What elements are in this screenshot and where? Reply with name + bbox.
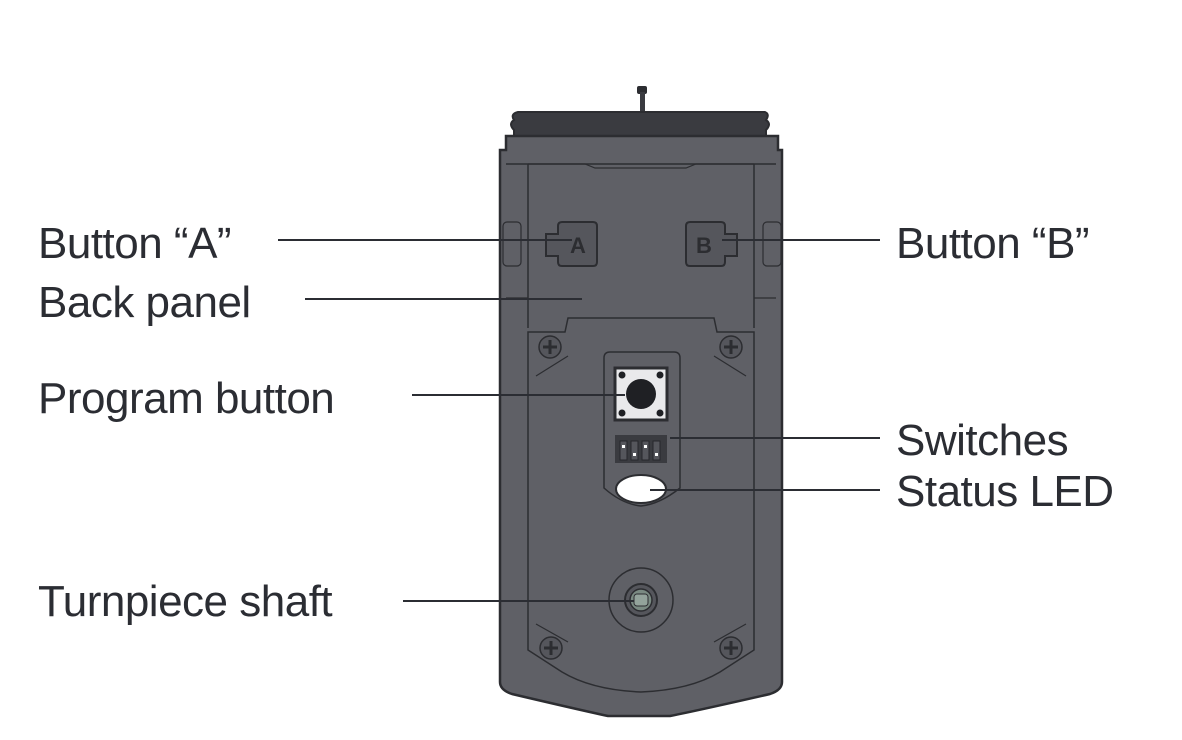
screw-icon <box>719 335 743 359</box>
label-button-b: Button “B” <box>896 219 1090 268</box>
button-a: A <box>545 221 598 267</box>
button-b-letter: B <box>696 233 712 258</box>
screw-icon <box>539 636 563 660</box>
label-status-led: Status LED <box>896 467 1114 516</box>
screw-icon <box>719 636 743 660</box>
label-program-button: Program button <box>38 374 335 423</box>
button-b: B <box>685 221 738 267</box>
button-a-letter: A <box>570 233 586 258</box>
label-turnpiece-shaft: Turnpiece shaft <box>38 577 333 626</box>
label-back-panel: Back panel <box>38 278 251 327</box>
dip-switches <box>615 435 667 463</box>
screw-icon <box>538 335 562 359</box>
label-button-a: Button “A” <box>38 219 232 268</box>
cable-connector <box>637 86 647 112</box>
label-switches: Switches <box>896 416 1069 465</box>
